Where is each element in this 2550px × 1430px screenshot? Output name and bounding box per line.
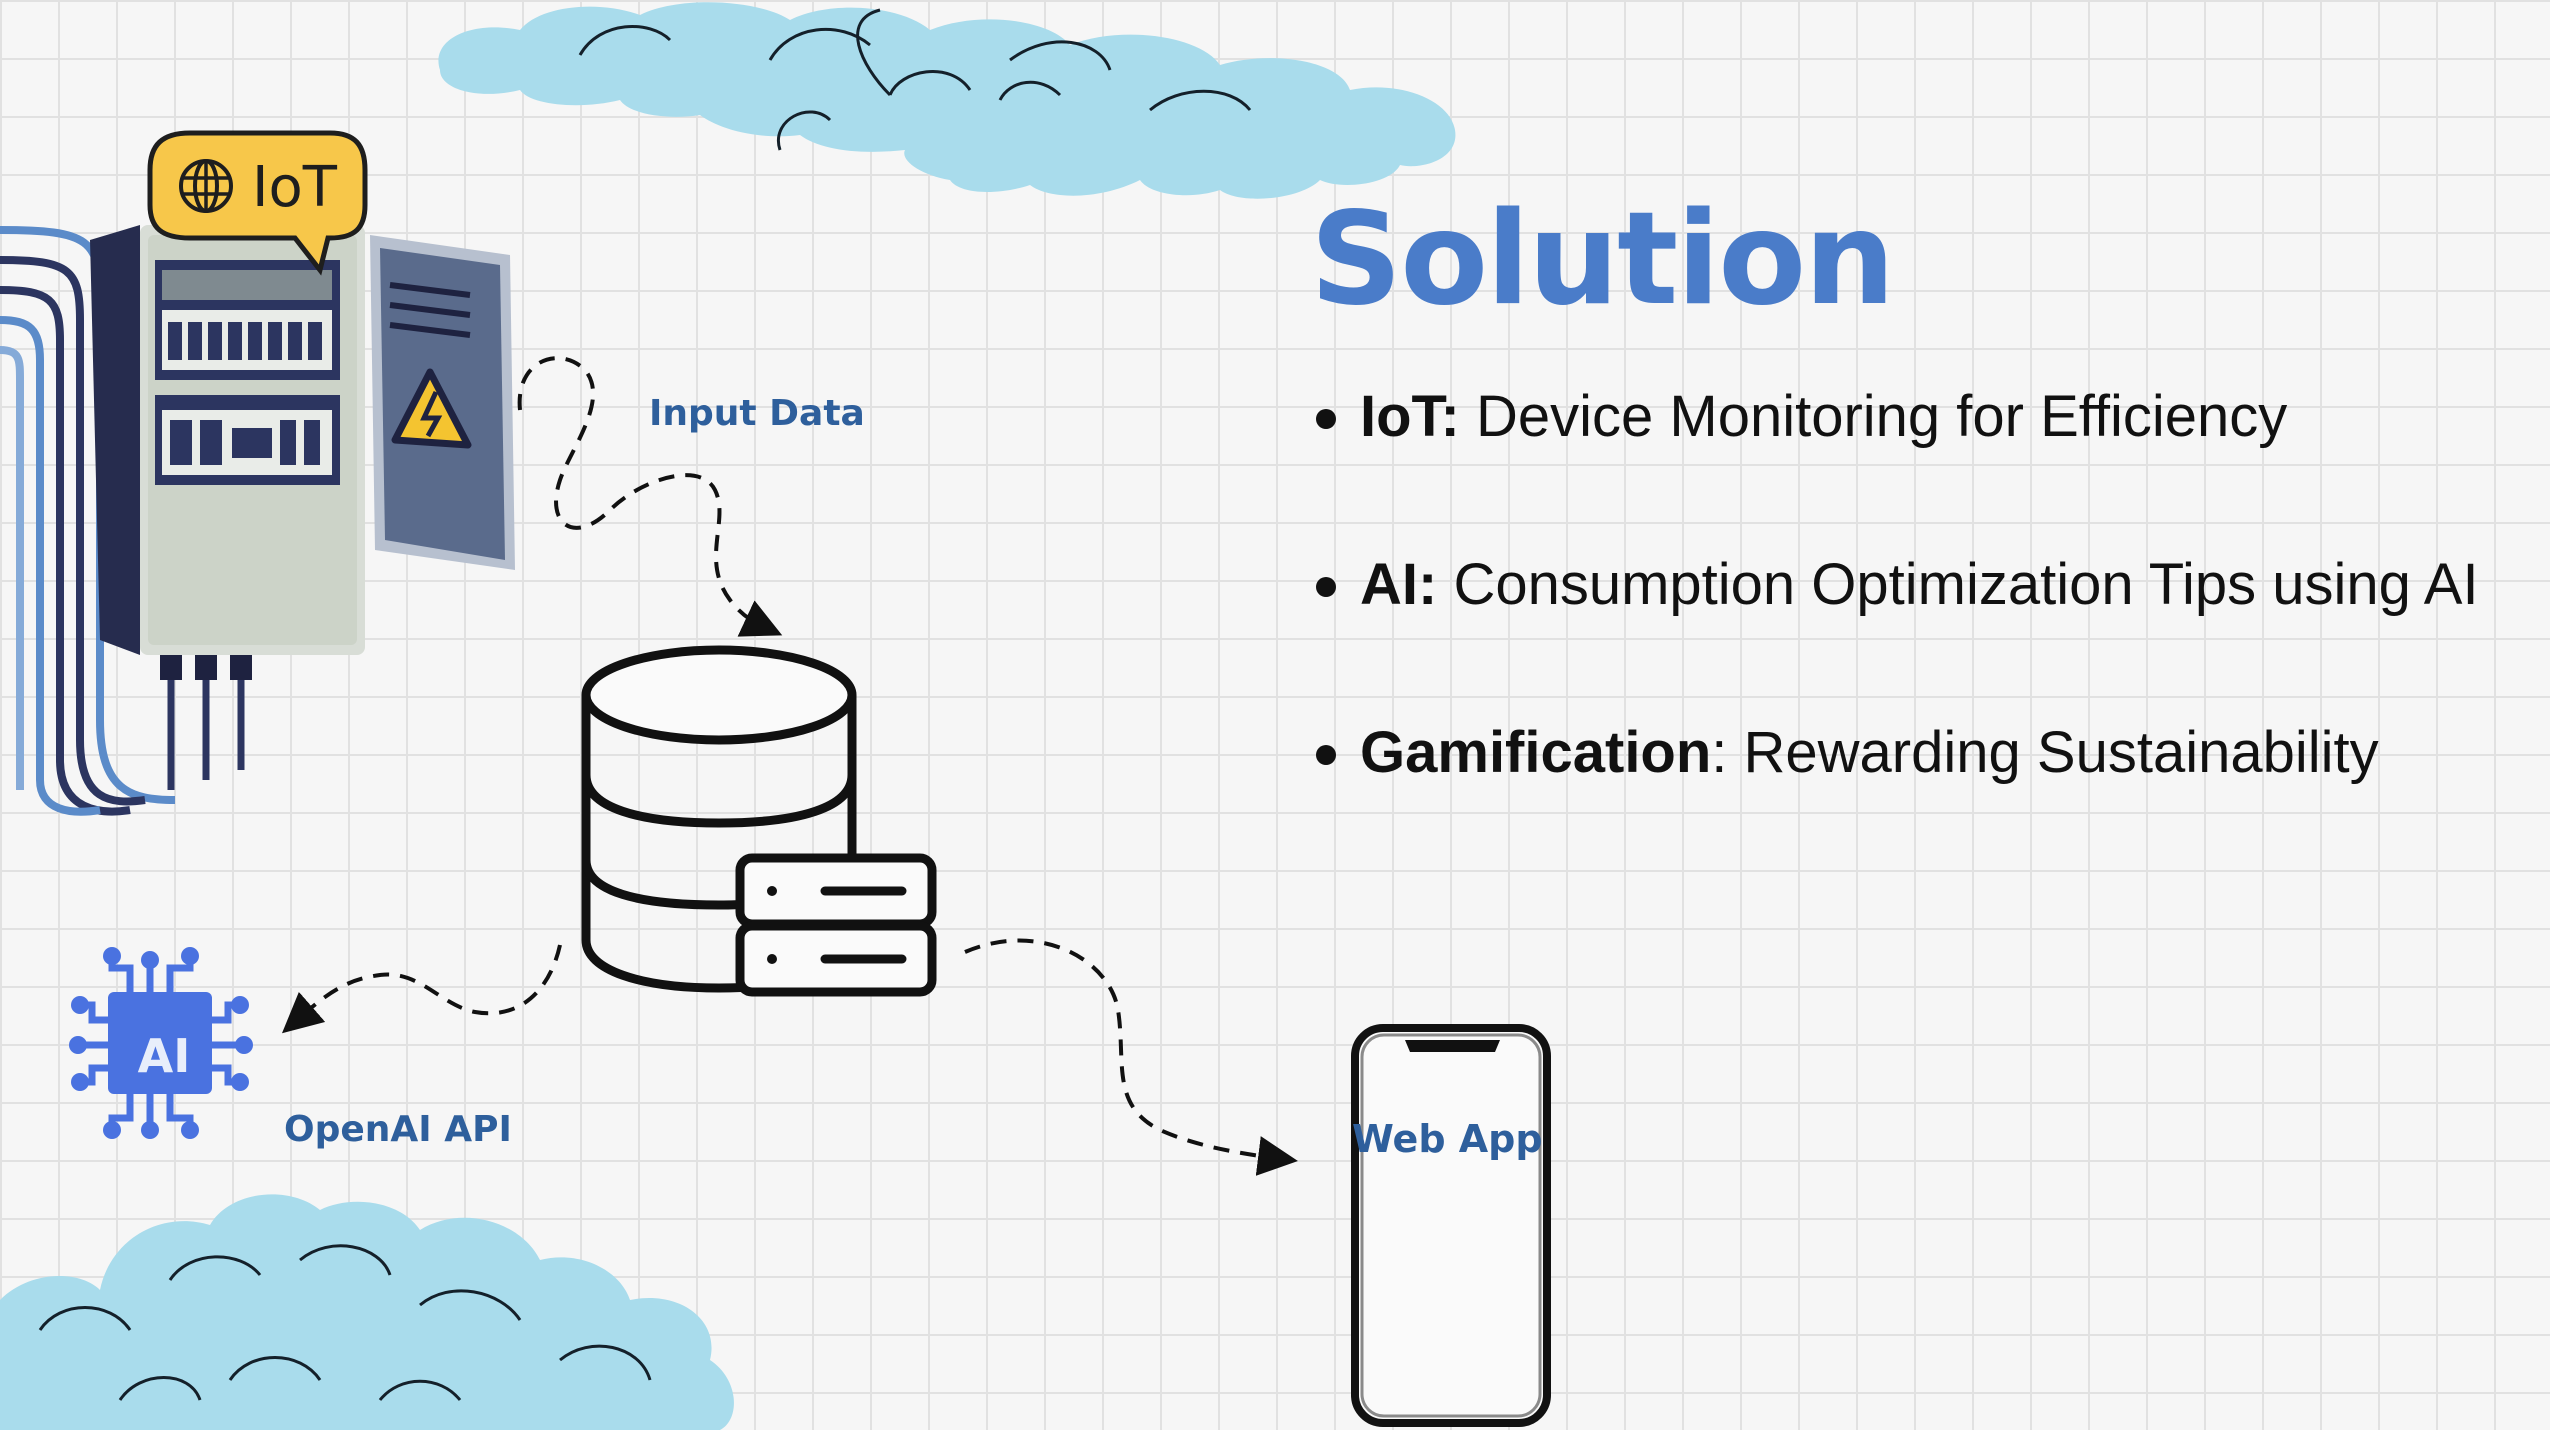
- warning-icon: [391, 368, 472, 449]
- web-app-label: Web App: [1352, 1117, 1543, 1161]
- bullet-iot: IoT: Device Monitoring for Efficiency: [1310, 375, 2510, 459]
- bullet-gamification-text: : Rewarding Sustainability: [1711, 720, 2379, 785]
- iot-badge-label: IoT: [252, 155, 337, 220]
- smartphone-icon: [1351, 1024, 1551, 1427]
- bullet-gamification-label: Gamification: [1360, 720, 1712, 785]
- page-title: Solution: [1310, 185, 1895, 334]
- bullet-iot-text: Device Monitoring for Efficiency: [1459, 384, 2288, 449]
- globe-icon: [179, 159, 233, 213]
- solution-list: IoT: Device Monitoring for Efficiency AI…: [1310, 375, 2510, 795]
- bullet-ai-text: Consumption Optimization Tips using AI: [1437, 552, 2479, 617]
- bullet-gamification: Gamification: Rewarding Sustainability: [1310, 711, 2510, 795]
- server-icon: [735, 853, 937, 997]
- ai-chip-nodes: [69, 947, 253, 1139]
- bullet-iot-label: IoT:: [1360, 384, 1460, 449]
- input-data-label: Input Data: [649, 393, 865, 434]
- ai-chip-label: AI: [137, 1029, 191, 1083]
- bullet-ai-label: AI:: [1360, 552, 1438, 617]
- bullet-ai: AI: Consumption Optimization Tips using …: [1310, 543, 2510, 627]
- openai-api-label: OpenAI API: [284, 1109, 512, 1150]
- iot-badge: [147, 130, 368, 276]
- cloud-top-icon: [438, 2, 1456, 199]
- dashed-arrow-icon: [281, 356, 1298, 1176]
- electrical-panel-icon: [0, 225, 515, 816]
- cloud-bottom-icon: [0, 1194, 734, 1430]
